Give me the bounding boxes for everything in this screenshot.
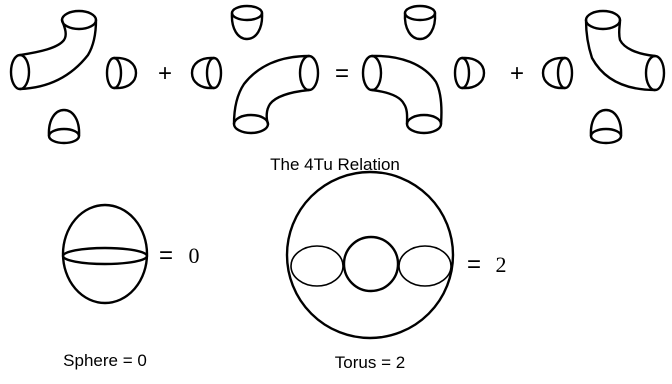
torus-outer-circle [285, 170, 455, 340]
relation-title: The 4Tu Relation [270, 155, 400, 174]
cup-top-position [403, 4, 437, 41]
tube-left-top [9, 9, 98, 91]
torus-caption: Torus = 2 [335, 353, 405, 372]
tube-right-bottom [232, 54, 320, 135]
operator-plus-2: + [510, 60, 524, 87]
torus-value: 2 [496, 252, 507, 277]
sphere-equals: = [159, 242, 173, 269]
sphere-outline [61, 203, 149, 305]
tube-left-bottom [361, 54, 443, 135]
relation-term-2 [190, 4, 320, 135]
operator-equals: = [335, 60, 349, 87]
torus-left-meridian [290, 245, 344, 287]
relation-term-3 [361, 4, 486, 135]
cup-bottom-position [47, 108, 81, 145]
cup-left-position [190, 56, 223, 90]
cup-bottom-position [589, 108, 623, 145]
operator-plus-1: + [158, 60, 172, 87]
torus-figure [285, 170, 455, 340]
sphere-figure [61, 203, 149, 305]
sphere-equator [61, 246, 149, 266]
relation-term-4 [541, 9, 666, 145]
relation-term-1 [9, 9, 138, 145]
torus-equals: = [467, 251, 481, 278]
cup-right-position [453, 56, 486, 90]
torus-right-meridian [398, 245, 452, 287]
tube-right-top [584, 9, 666, 92]
cup-left-position [541, 56, 574, 90]
torus-inner-circle [342, 235, 400, 293]
sphere-caption: Sphere = 0 [63, 351, 147, 370]
sphere-value: 0 [189, 243, 200, 268]
cup-right-position [105, 56, 138, 90]
cup-top-position [230, 4, 264, 41]
